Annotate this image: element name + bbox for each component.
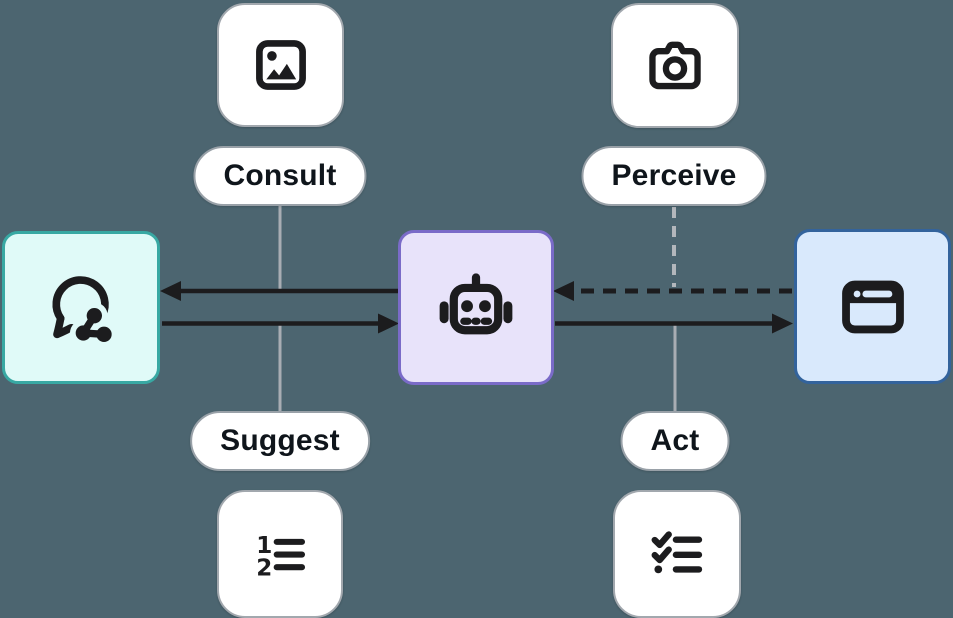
ordered-list-icon: 1 2 xyxy=(256,533,306,581)
browser-node xyxy=(794,229,951,384)
image-icon-card xyxy=(217,3,344,127)
chat-share-icon xyxy=(52,275,118,348)
svg-text:2: 2 xyxy=(256,555,272,581)
chat-node xyxy=(2,231,160,384)
act-label-pill: Act xyxy=(620,411,730,471)
arrowhead-browser-to-agent xyxy=(553,281,574,301)
robot-icon xyxy=(439,272,513,334)
browser-window-icon xyxy=(841,280,904,333)
image-icon xyxy=(255,40,306,90)
arrowhead-chat-to-agent xyxy=(378,313,399,334)
perceive-label: Perceive xyxy=(611,159,737,192)
svg-text:1: 1 xyxy=(256,533,272,559)
camera-icon xyxy=(649,41,701,89)
suggest-label: Suggest xyxy=(220,424,340,457)
arrowhead-agent-to-chat xyxy=(160,281,181,301)
agent-node xyxy=(398,230,554,385)
act-label: Act xyxy=(650,424,700,457)
consult-label-pill: Consult xyxy=(193,146,367,206)
checklist-icon xyxy=(651,531,703,574)
checklist-icon-card xyxy=(613,490,741,618)
arrowhead-agent-to-browser xyxy=(772,313,793,334)
ordered-list-icon-card: 1 2 xyxy=(217,490,343,618)
consult-label: Consult xyxy=(223,159,337,192)
camera-icon-card xyxy=(611,3,739,128)
perceive-label-pill: Perceive xyxy=(581,146,767,206)
suggest-label-pill: Suggest xyxy=(190,411,370,471)
